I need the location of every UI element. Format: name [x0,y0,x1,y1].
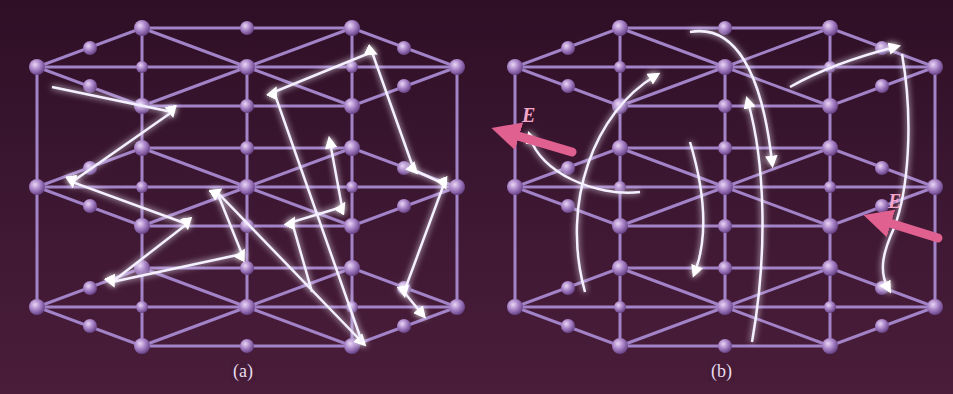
panel-label: (a) [230,362,256,382]
field-label: E [522,104,535,126]
field-label: E [888,190,901,212]
panel-label: (b) [708,362,735,382]
